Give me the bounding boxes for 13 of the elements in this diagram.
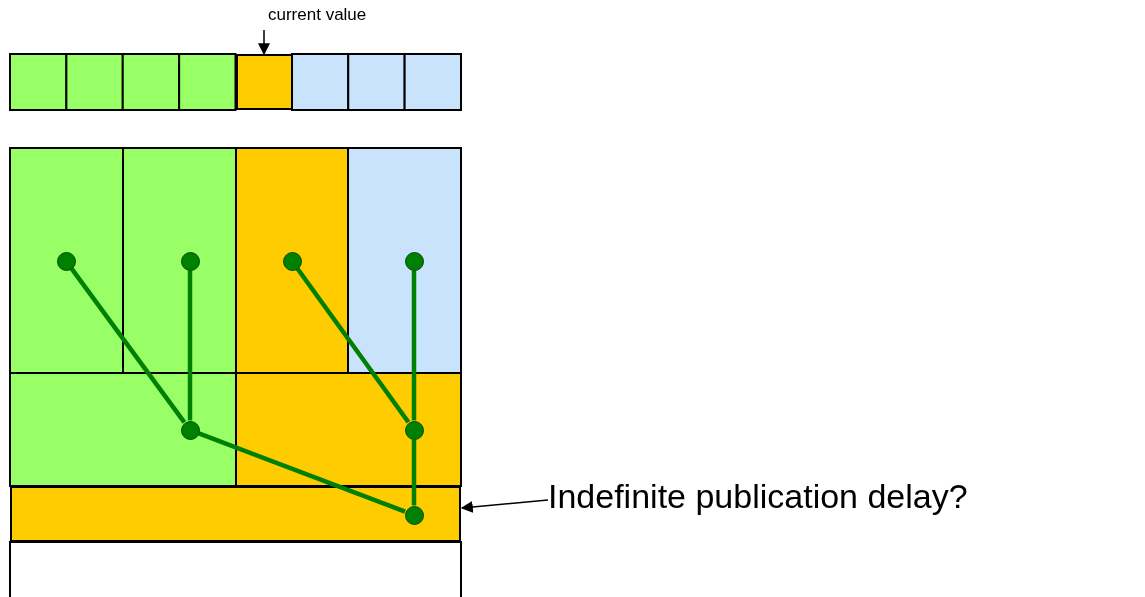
tree-node-dot xyxy=(404,505,424,525)
tree-link xyxy=(411,439,417,506)
tree-link xyxy=(187,270,193,421)
annotation-text: current value xyxy=(258,6,428,30)
arrow xyxy=(258,29,270,56)
tree-link xyxy=(69,267,187,424)
arrow xyxy=(460,499,549,513)
annotation-text: Indefinite publication delay? xyxy=(548,478,1138,522)
current-value-cell xyxy=(235,54,293,110)
tree-link xyxy=(411,270,417,421)
tree-link xyxy=(198,431,406,514)
tree-link xyxy=(295,267,411,424)
delay-band xyxy=(10,486,461,542)
